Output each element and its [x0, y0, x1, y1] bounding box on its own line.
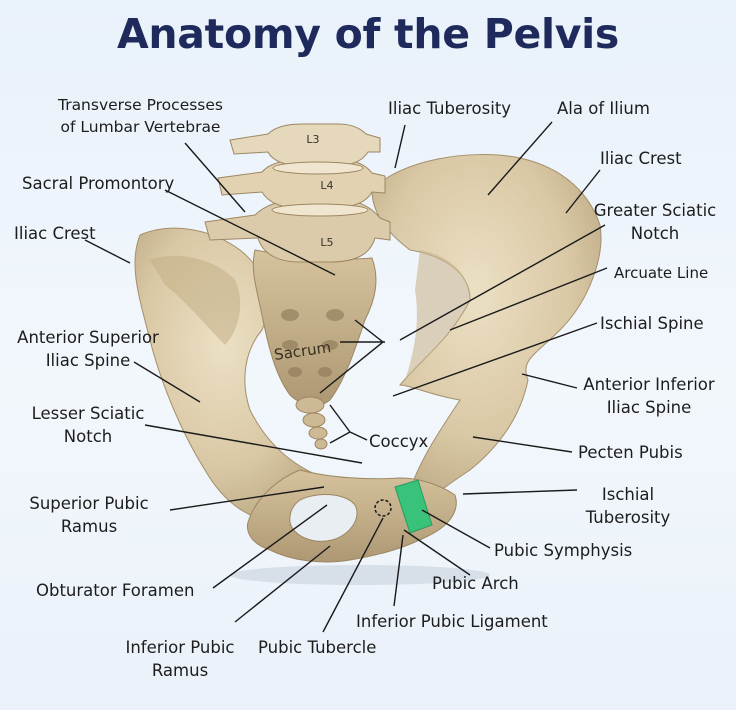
label-coccyx: Coccyx [369, 432, 429, 451]
label-transverse-processes: Transverse Processes of Lumbar Vertebrae [58, 94, 223, 138]
line-superior-pubic-ramus [169, 486, 325, 511]
label-iliac-crest-right: Iliac Crest [600, 149, 682, 168]
label-obturator-foramen: Obturator Foramen [36, 581, 195, 600]
line-coccyx-1 [329, 404, 351, 433]
label-iliac-tuberosity: Iliac Tuberosity [388, 99, 512, 118]
line-arcuate-line [449, 267, 608, 331]
label-aiis: Anterior Inferior Iliac Spine [583, 375, 715, 417]
line-pubic-arch [403, 529, 471, 576]
line-coccyx-3 [329, 431, 351, 444]
line-pubic-tubercle [322, 517, 384, 633]
label-superior-pubic-ramus: Superior Pubic Ramus [29, 494, 149, 536]
line-iliac-crest-right [565, 169, 601, 214]
line-greater-sciatic-notch [399, 224, 606, 341]
label-iliac-crest-left: Iliac Crest [14, 224, 96, 243]
l5-label: L5 [320, 236, 333, 249]
pubic-symphysis [394, 479, 433, 534]
label-pubic-arch: Pubic Arch [432, 574, 519, 593]
line-sacrum-2 [354, 319, 384, 343]
line-pubic-symphysis [421, 509, 491, 549]
line-coccyx-2 [349, 431, 368, 441]
label-transverse-processes-text: Transverse Processes of Lumbar Vertebrae [58, 96, 223, 136]
line-inferior-pubic-ramus [234, 545, 331, 623]
label-pubic-symphysis: Pubic Symphysis [494, 541, 633, 560]
line-lesser-sciatic-notch [144, 424, 363, 464]
label-asis: Anterior Superior Iliac Spine [17, 328, 159, 370]
label-pecten-pubis: Pecten Pubis [578, 443, 683, 462]
label-inferior-pubic-ligament: Inferior Pubic Ligament [356, 612, 548, 631]
line-sacral-promontory [164, 189, 336, 276]
sacral-foramina [281, 309, 344, 377]
line-obturator-foramen [212, 504, 328, 589]
obturator-foramen [289, 494, 358, 542]
floor-shadow [230, 565, 490, 585]
line-inferior-pubic-ligament [393, 534, 404, 607]
label-arcuate-line: Arcuate Line [614, 264, 709, 282]
label-greater-sciatic-notch: Greater Sciatic Notch [593, 201, 717, 243]
line-pecten-pubis [472, 436, 573, 453]
line-sacrum-3 [319, 341, 384, 394]
label-ischial-tuberosity: Ischial Tuberosity [585, 485, 671, 527]
lumbar-vertebrae [204, 123, 391, 263]
line-transverse-processes [184, 142, 246, 213]
label-lesser-sciatic-notch: Lesser Sciatic Notch [31, 404, 145, 446]
line-ischial-spine [392, 322, 598, 397]
line-iliac-tuberosity [394, 124, 406, 169]
label-ischial-spine: Ischial Spine [600, 314, 704, 333]
line-ischial-tuberosity [462, 489, 578, 495]
sacrum [252, 249, 377, 406]
page-title: Anatomy of the Pelvis [116, 10, 620, 58]
line-ala-of-ilium [487, 121, 553, 196]
line-asis [133, 361, 201, 403]
leader-lines [84, 121, 608, 633]
coccyx [295, 396, 328, 450]
label-inferior-pubic-ramus: Inferior Pubic Ramus [125, 638, 235, 680]
label-sacral-promontory: Sacral Promontory [22, 174, 175, 193]
pubic-tubercle-marker [374, 499, 392, 517]
label-pubic-tubercle: Pubic Tubercle [258, 638, 377, 657]
line-aiis [521, 373, 578, 389]
l4-label: L4 [320, 179, 333, 192]
line-iliac-crest-left [84, 239, 131, 264]
l3-label: L3 [306, 133, 319, 146]
label-ala-of-ilium: Ala of Ilium [557, 99, 650, 118]
